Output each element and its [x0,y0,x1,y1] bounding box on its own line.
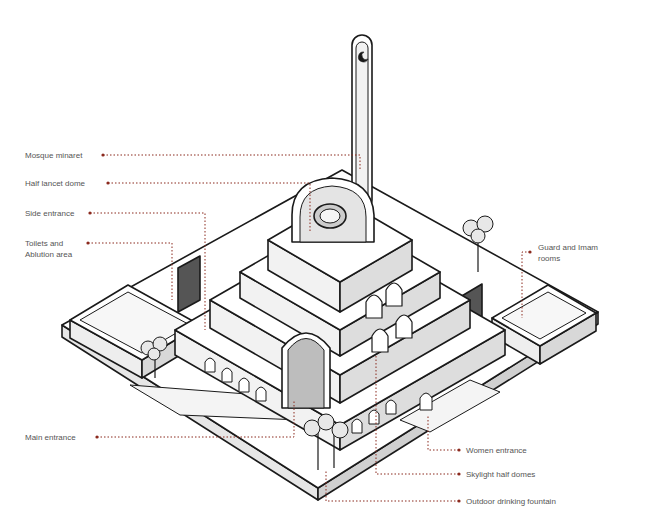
entrance-arch [288,339,324,409]
callout-label: Side entrance [25,208,87,219]
callout-label: Skylight half domes [466,469,566,480]
callout-label: Half lancet dome [25,178,105,189]
leader-line [88,155,530,501]
platform-top [62,170,598,488]
crescent [358,52,368,62]
callout-label: Women entrance [466,445,556,456]
dome [300,186,366,242]
palm-tree [463,216,493,272]
leader-dot [86,153,531,502]
skylight-dome [366,283,412,352]
palm-tree [141,337,167,378]
block-roof [80,292,190,353]
side-wall [178,256,200,312]
dome-oculus [320,209,340,223]
arcade [205,358,432,433]
callout-label: Outdoor drinking fountain [466,496,596,507]
dome-oculus [314,204,346,228]
callout-label: Toilets and Ablution area [25,238,83,260]
block-roof [492,285,596,346]
dome [292,178,374,242]
minaret [356,42,368,202]
entrance-arch [282,333,330,408]
callout-label: Main entrance [25,432,95,443]
palm-tree [304,414,348,470]
block-roof [502,292,586,339]
callout-label: Guard and Imam rooms [538,242,602,264]
callout-label: Mosque minaret [25,150,99,161]
